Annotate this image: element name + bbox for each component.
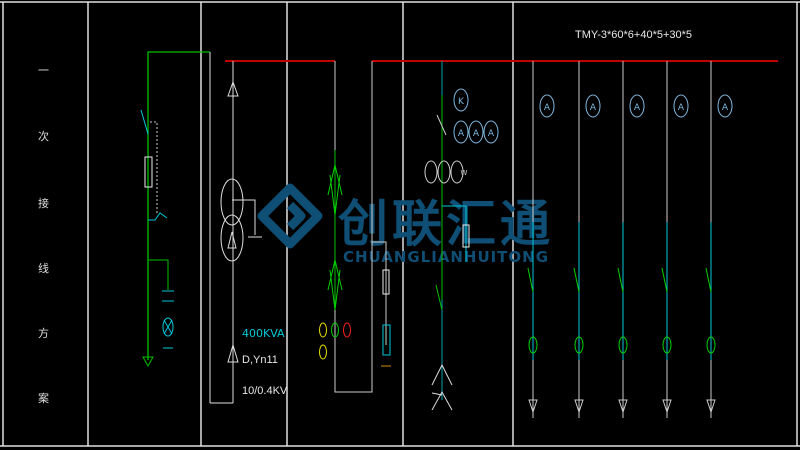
transformer (220, 61, 262, 403)
ammeter-label: A (590, 103, 597, 113)
ammeter-label: A (488, 129, 495, 139)
ammeter-label: A (634, 103, 641, 113)
current-transformer (662, 336, 672, 354)
outgoing-arrow (662, 399, 672, 414)
kwh-meter-label: K (458, 97, 465, 107)
outgoing-arrow (574, 399, 584, 414)
title-char: 线 (38, 262, 49, 275)
ammeter (717, 94, 733, 118)
feeder: A (705, 61, 733, 418)
title-char: 案 (38, 392, 49, 405)
breaker-switch (527, 267, 534, 293)
breaker-switch (661, 267, 668, 293)
breaker-switch (617, 267, 624, 293)
feeder: A (573, 61, 601, 418)
hv-incoming-feeder (140, 51, 233, 404)
ammeter (539, 94, 555, 118)
metering-feeder (424, 61, 470, 411)
ammeter-label: A (544, 103, 551, 113)
watermark-en: CHUANGLIANHUITONG (343, 248, 548, 266)
ammeter (673, 94, 689, 118)
ammeter (585, 94, 601, 118)
title-char: 方 (38, 327, 49, 340)
meter-group (453, 88, 499, 144)
ammeter-label: A (473, 129, 480, 139)
busbar-label: TMY-3*60*6+40*5+30*5 (575, 29, 692, 41)
ammeter (629, 94, 645, 118)
watermark-logo (257, 183, 323, 249)
transformer-connection: D,Yn11 (242, 354, 278, 366)
outgoing-arrow (528, 399, 538, 414)
ammeter-label: A (678, 103, 685, 113)
ammeter-label: A (722, 103, 729, 113)
transformer-voltage: 10/0.4KV (242, 385, 288, 397)
current-transformer (574, 336, 584, 354)
lv-incoming-breaker (319, 61, 391, 393)
wattmeter-label: W (461, 169, 468, 177)
breaker-switch (573, 267, 580, 293)
title-char: 接 (38, 197, 49, 210)
feeder: A (617, 61, 645, 418)
transformer-capacity: 400KVA (242, 327, 285, 340)
title-char: 一 (38, 64, 49, 77)
feeder: A (661, 61, 689, 418)
breaker-switch (705, 267, 712, 293)
outgoing-arrow (706, 399, 716, 414)
watermark-cn: 创联汇通 (338, 195, 554, 253)
ammeter-label: A (458, 129, 465, 139)
feeder: A (527, 61, 555, 418)
title-char: 次 (38, 130, 49, 143)
outgoing-arrow (618, 399, 628, 414)
current-transformer (528, 336, 538, 354)
current-transformer (618, 336, 628, 354)
current-transformer (706, 336, 716, 354)
